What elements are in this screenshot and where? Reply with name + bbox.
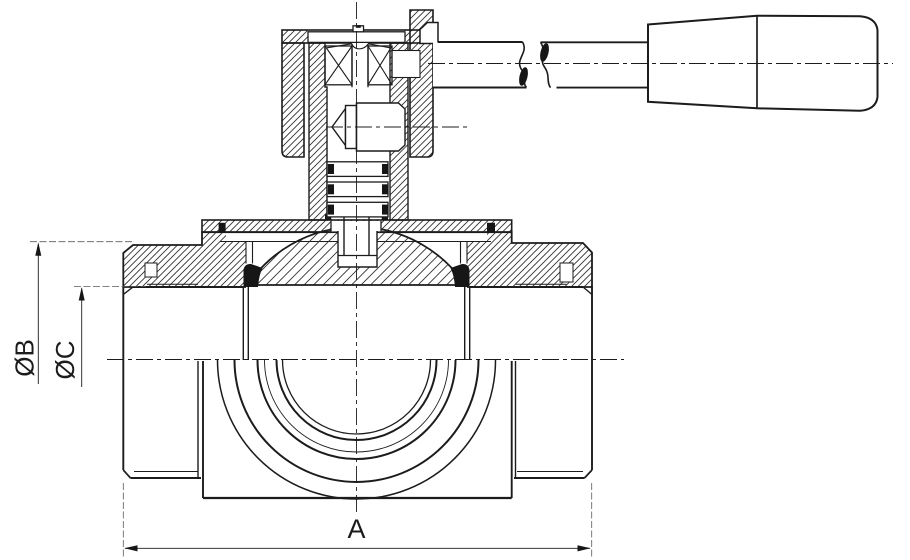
dimension-b-label: ØB — [10, 339, 40, 377]
bonnet-stem-assembly — [281, 9, 434, 221]
right-cap-bottom-chamfer — [583, 469, 593, 479]
break-lens-lower — [519, 67, 528, 86]
stem-tang-edges — [343, 216, 370, 256]
packing-seal — [382, 204, 389, 215]
right-port-chamfer — [582, 286, 593, 296]
dimension-a: A — [122, 483, 593, 557]
stem-edges — [351, 43, 369, 88]
packing-seal — [327, 184, 334, 195]
dimension-b: ØB — [10, 241, 132, 384]
dimensions: A ØB ØC — [10, 241, 593, 557]
seat-holder-edges — [245, 241, 468, 264]
lower-external-view — [122, 287, 593, 500]
slot-outline — [337, 231, 378, 268]
dim-a-arrow-left — [124, 545, 138, 552]
packing-seal — [327, 164, 334, 174]
left-seat-retainer-notch — [144, 262, 158, 278]
packing-seal — [382, 184, 389, 195]
packing-seal — [327, 204, 334, 215]
dim-a-extension-lines — [122, 483, 593, 557]
dim-c-arrow — [78, 287, 85, 301]
dimension-c: ØC — [50, 286, 146, 387]
packing-rings — [326, 161, 389, 218]
bonnet-right-wall — [409, 9, 434, 158]
ball-bore-arc — [281, 359, 432, 435]
dimension-a-label: A — [347, 514, 365, 544]
break-lens-upper — [540, 43, 549, 62]
body-gasket-left — [218, 222, 226, 233]
stem-shoulder-dip — [351, 43, 369, 50]
body-gasket-right — [487, 222, 495, 233]
seat-left — [243, 263, 263, 287]
stem-ball-slot — [337, 216, 378, 268]
dimension-c-label: ØC — [50, 341, 80, 380]
handle-hub-block — [419, 21, 439, 45]
right-seat-retainer-notch — [559, 262, 574, 283]
bonnet-left-wall — [281, 42, 305, 158]
packing-ring — [326, 181, 389, 198]
seat-sleeve-edges — [242, 287, 471, 360]
bearing-box-cross-lines — [324, 45, 393, 86]
cap-hatch-left — [282, 30, 308, 43]
seat-right — [450, 263, 470, 287]
bottom-boss-walls — [202, 361, 513, 498]
seats-and-sleeves — [242, 241, 471, 360]
handle-rod-white — [433, 42, 648, 88]
left-cap-bottom-chamfer — [122, 469, 132, 479]
gland-left — [308, 42, 328, 221]
plate-stem-gap — [331, 221, 381, 232]
side-chamber — [391, 49, 421, 79]
plate-stem-gap-edges — [330, 221, 382, 232]
stem-column-white — [352, 43, 368, 88]
packing-ring — [326, 201, 389, 218]
dim-b-arrow — [35, 242, 42, 256]
stem-top-slot-mark — [355, 25, 361, 28]
packing-ring — [326, 161, 389, 178]
left-port-chamfer — [122, 286, 134, 296]
packing-seal — [382, 164, 389, 174]
centerlines — [107, 2, 893, 512]
dim-a-arrow-right — [577, 545, 591, 552]
